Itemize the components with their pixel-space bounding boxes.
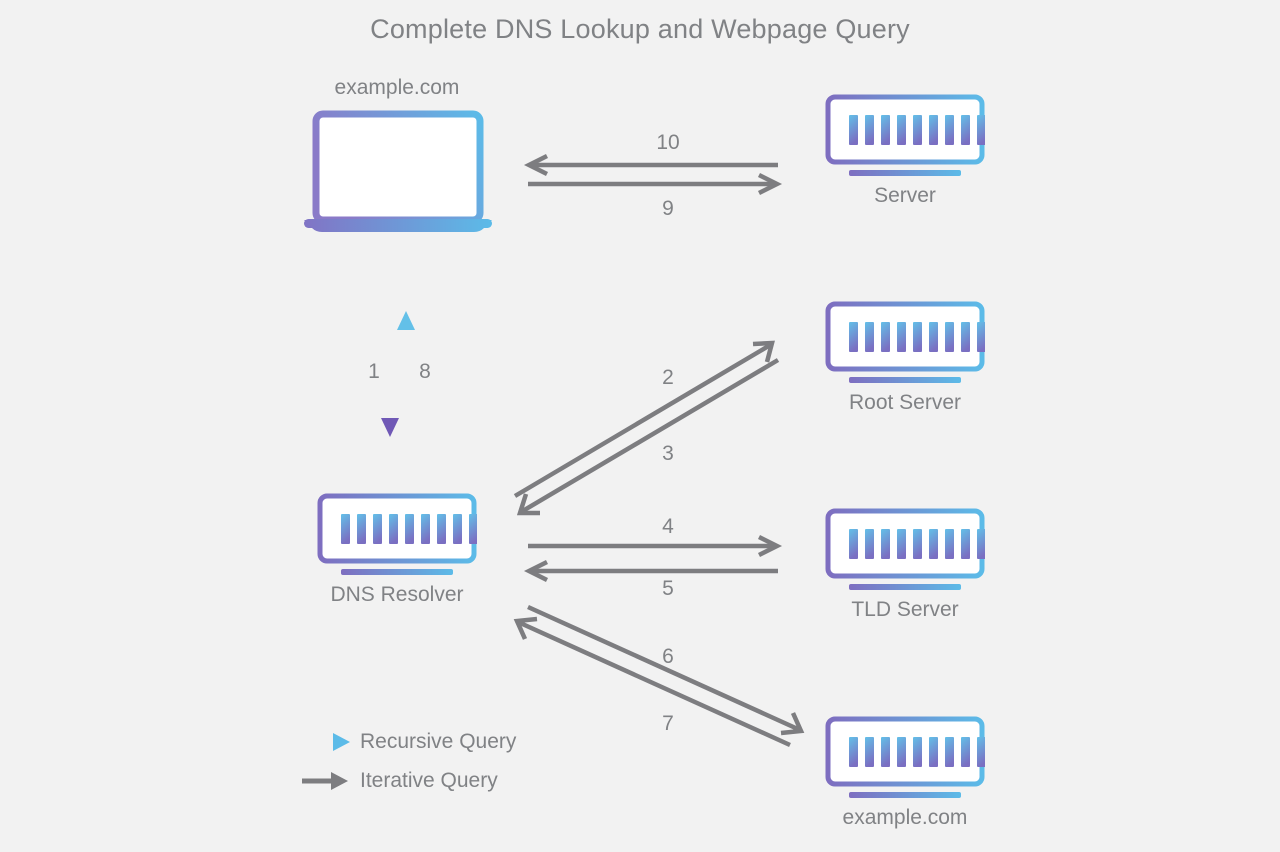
page-title: Complete DNS Lookup and Webpage Query (370, 14, 910, 44)
node-label-root-server: Root Server (848, 391, 962, 414)
server-icon-dns-resolver (320, 496, 478, 575)
server-icon-tld-server (828, 511, 986, 590)
step-label-2: 2 (662, 366, 674, 389)
legend-label-iterative: Iterative Query (360, 769, 498, 792)
step-label-7: 7 (662, 712, 674, 735)
node-label-dns-resolver: DNS Resolver (330, 583, 464, 606)
step-label-1: 1 (368, 360, 380, 383)
arrow-step-10 (523, 153, 778, 177)
arrow-step-8 (397, 311, 415, 437)
node-label-authoritative-server: example.com (842, 806, 968, 829)
server-icon-authoritative-server (828, 719, 986, 798)
arrow-step-3 (516, 358, 780, 516)
server-icon-root-server (828, 304, 986, 383)
arrow-step-5 (523, 559, 778, 583)
step-label-9: 9 (662, 197, 674, 220)
node-label-web-server: Server (874, 184, 936, 207)
arrow-step-1 (381, 309, 399, 437)
step-label-4: 4 (662, 515, 674, 538)
arrow-step-9 (528, 172, 783, 196)
step-label-8: 8 (419, 360, 431, 383)
step-label-5: 5 (662, 577, 674, 600)
arrow-step-2 (513, 340, 775, 498)
step-label-6: 6 (662, 645, 674, 668)
step-label-10: 10 (656, 131, 680, 154)
legend-swatch-iterative (302, 772, 348, 790)
arrow-step-7 (527, 604, 805, 736)
step-label-3: 3 (662, 442, 674, 465)
legend-swatch-recursive (302, 733, 350, 751)
node-label-client: example.com (334, 76, 460, 99)
arrow-step-6 (513, 616, 791, 748)
arrow-step-4 (528, 534, 783, 558)
legend-label-recursive: Recursive Query (360, 730, 517, 753)
laptop-icon (304, 110, 492, 232)
server-icon-web-server (828, 97, 986, 176)
node-label-tld-server: TLD Server (851, 598, 959, 621)
